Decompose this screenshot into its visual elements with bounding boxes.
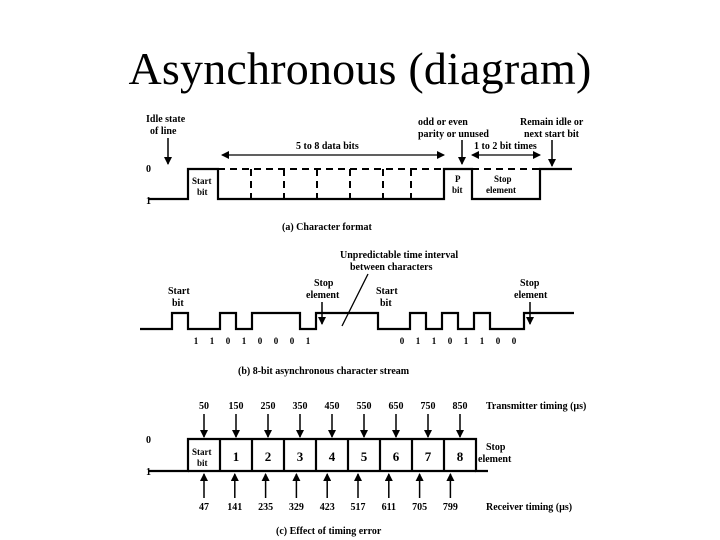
interval-label-line2: between characters	[350, 262, 433, 273]
stream-bit-label: 1	[194, 336, 199, 346]
receiver-timing-label: Receiver timing (µs)	[486, 502, 572, 513]
remain-idle-label-line2: next start bit	[524, 129, 580, 140]
data-bit-number: 6	[393, 449, 400, 464]
stop-times-label: 1 to 2 bit times	[474, 141, 537, 152]
page-title: Asynchronous (diagram)	[128, 43, 592, 94]
transmitter-time-label: 350	[293, 401, 308, 412]
stream-bit-label: 0	[512, 336, 517, 346]
interval-label-line1: Unpredictable time interval	[340, 250, 458, 261]
level-0-label-c: 0	[146, 435, 151, 446]
bit-dividers-dashed	[250, 169, 412, 199]
part-c-caption: (c) Effect of timing error	[276, 526, 382, 537]
stop-element-1-label-line1: Stop	[314, 278, 334, 289]
receiver-time-label: 799	[443, 502, 458, 513]
stop-element-c-label-line1: Stop	[486, 442, 506, 453]
data-bit-number: 5	[361, 449, 368, 464]
timing-signal	[148, 437, 488, 473]
data-bit-numbers: 1 2 3 4 5 6 7 8	[233, 449, 464, 464]
stop-element-2-label-line1: Stop	[520, 278, 540, 289]
stream-signal	[140, 311, 574, 331]
stream-bit-label: 0	[400, 336, 405, 346]
transmitter-time-label: 650	[389, 401, 404, 412]
stream-bit-label: 1	[210, 336, 215, 346]
first-char-bits: 1 1 0 1 0 0 0 1	[194, 336, 311, 346]
start-bit-label-line2: bit	[197, 187, 208, 197]
transmitter-times: 50 150 250 350 450 550 650 750 850	[199, 401, 468, 412]
receiver-time-label: 611	[382, 502, 396, 513]
transmitter-time-label: 450	[325, 401, 340, 412]
stream-bit-label: 1	[480, 336, 485, 346]
data-bits-label: 5 to 8 data bits	[296, 141, 359, 152]
stream-bit-label: 1	[416, 336, 421, 346]
idle-state-label-line1: Idle state	[146, 114, 186, 125]
data-bit-number: 7	[425, 449, 432, 464]
start-bit-c-label-line1: Start	[192, 447, 212, 457]
p-bit-label-line1: P	[455, 174, 461, 184]
start-bit-label-line1: Start	[192, 176, 212, 186]
stop-element-label-line1: Stop	[494, 174, 512, 184]
start-bit-2-label-line2: bit	[380, 298, 392, 309]
transmitter-timing-label: Transmitter timing (µs)	[486, 401, 586, 412]
start-bit-1-label-line1: Start	[168, 286, 190, 297]
parity-label-line2: parity or unused	[418, 129, 489, 140]
stream-bit-label: 1	[432, 336, 437, 346]
transmitter-time-label: 550	[357, 401, 372, 412]
parity-label-line1: odd or even	[418, 117, 468, 128]
receiver-arrows	[200, 473, 455, 498]
stream-bit-label: 0	[226, 336, 231, 346]
transmitter-time-label: 150	[229, 401, 244, 412]
transmitter-arrows	[200, 414, 464, 438]
stream-bit-label: 0	[496, 336, 501, 346]
receiver-time-label: 235	[258, 502, 273, 513]
transmitter-time-label: 850	[453, 401, 468, 412]
interval-pointer-line	[341, 273, 369, 327]
data-bit-number: 1	[233, 449, 240, 464]
stop-element-2-label-line2: element	[514, 290, 548, 301]
receiver-time-label: 423	[320, 502, 335, 513]
stream-bit-label: 0	[274, 336, 279, 346]
stream-bit-label: 0	[290, 336, 295, 346]
start-bit-c-label-line2: bit	[197, 458, 208, 468]
level-0-label: 0	[146, 164, 151, 175]
stop-element-label-line2: element	[486, 185, 516, 195]
data-bit-number: 2	[265, 449, 272, 464]
stream-bit-label: 1	[242, 336, 247, 346]
stream-bit-label: 1	[464, 336, 469, 346]
receiver-time-label: 47	[199, 502, 209, 513]
char-format-signal	[148, 167, 572, 201]
data-bit-number: 8	[457, 449, 464, 464]
data-bit-number: 3	[297, 449, 304, 464]
timing-bit-cells	[188, 439, 476, 473]
start-bit-2-label-line1: Start	[376, 286, 398, 297]
part-a-caption: (a) Character format	[282, 222, 372, 233]
start-bit-1-label-line2: bit	[172, 298, 184, 309]
second-char-bits: 0 1 1 0 1 1 0 0	[400, 336, 517, 346]
receiver-time-label: 705	[412, 502, 427, 513]
level-1-label: 1	[146, 196, 151, 207]
stop-element-1-label-line2: element	[306, 290, 340, 301]
part-b-character-stream: Unpredictable time interval between char…	[140, 250, 574, 377]
remain-idle-label-line1: Remain idle or	[520, 117, 584, 128]
part-b-caption: (b) 8-bit asynchronous character stream	[238, 366, 410, 377]
p-bit-label-line2: bit	[452, 185, 463, 195]
level-1-label-c: 1	[146, 467, 151, 478]
data-bit-number: 4	[329, 449, 336, 464]
transmitter-time-label: 50	[199, 401, 209, 412]
stop-element-c-label-line2: element	[478, 454, 512, 465]
transmitter-time-label: 750	[421, 401, 436, 412]
receiver-times: 47 141 235 329 423 517 611 705 799	[199, 502, 458, 513]
idle-state-label-line2: of line	[150, 126, 177, 137]
stream-bit-label: 0	[448, 336, 453, 346]
receiver-time-label: 329	[289, 502, 304, 513]
transmitter-time-label: 250	[261, 401, 276, 412]
receiver-time-label: 141	[227, 502, 242, 513]
receiver-time-label: 517	[351, 502, 366, 513]
part-a-character-format: Idle state of line 0 1 odd or even parit…	[146, 114, 584, 233]
stream-bit-label: 1	[306, 336, 311, 346]
stream-bit-label: 0	[258, 336, 263, 346]
